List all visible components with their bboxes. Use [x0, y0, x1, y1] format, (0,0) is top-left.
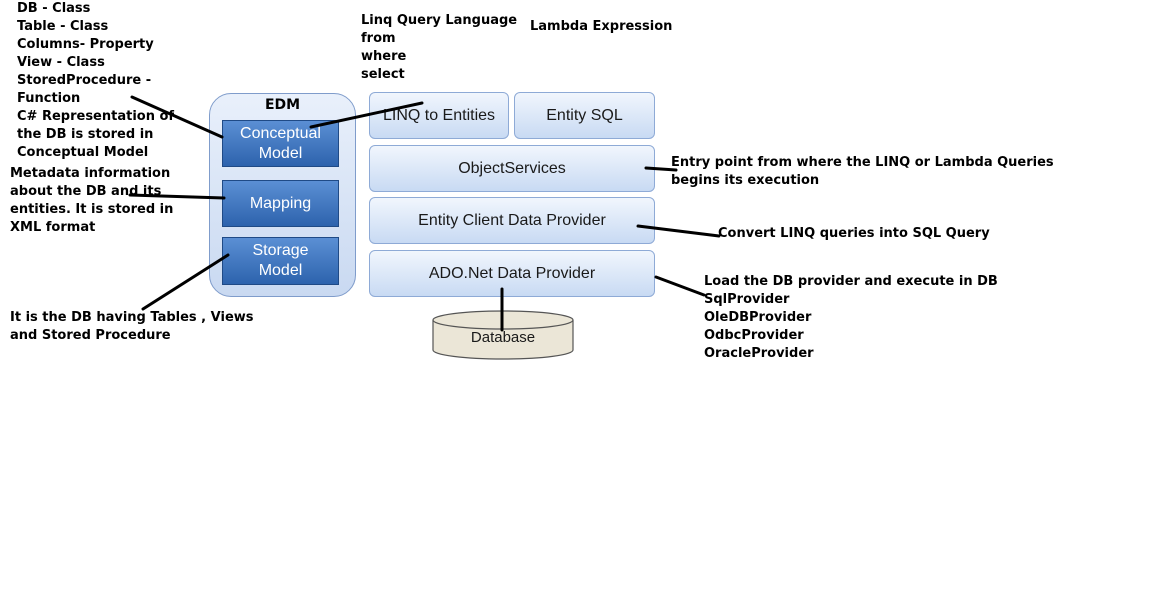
box-label: Mapping [249, 194, 312, 212]
linq-to-entities-box: LINQ to Entities [369, 92, 509, 139]
note-line: StoredProcedure - [17, 73, 152, 88]
conceptual-model-note: DB - Class Table - Class Columns- Proper… [17, 0, 174, 162]
linq-query-note: Linq Query Language from where select [361, 12, 517, 84]
conceptual-model-box: Conceptual Model [222, 120, 339, 167]
object-services-note: Entry point from where the LINQ or Lambd… [671, 154, 1054, 190]
box-label: LINQ to Entities [382, 106, 496, 124]
note-line: entities. It is stored in [10, 202, 174, 217]
note-line: Load the DB provider and execute in DB [704, 274, 998, 289]
note-line: C# Representation of [17, 109, 175, 124]
note-line: and Stored Procedure [10, 328, 171, 343]
box-label: Entity Client Data Provider [418, 211, 606, 229]
mapping-box: Mapping [222, 180, 339, 227]
note-line: the DB is stored in [17, 127, 154, 142]
entity-sql-box: Entity SQL [514, 92, 655, 139]
note-line: XML format [10, 220, 96, 235]
note-line: from [361, 31, 396, 46]
note-line: select [361, 67, 405, 82]
note-line: OdbcProvider [704, 328, 804, 343]
box-label: ObjectServices [458, 159, 566, 177]
note-line: DB - Class [17, 1, 91, 16]
note-line: Function [17, 91, 81, 106]
entity-client-connector [636, 224, 721, 238]
note-line: View - Class [17, 55, 105, 70]
note-line: Linq Query Language [361, 13, 518, 28]
note-line: about the DB and its [10, 184, 162, 199]
box-label: Entity SQL [546, 106, 623, 124]
note-line: Convert LINQ queries into SQL Query [718, 226, 990, 241]
conceptual-connector [130, 95, 224, 139]
storage-model-note: It is the DB having Tables , Views and S… [10, 309, 254, 345]
note-line: OracleProvider [704, 346, 814, 361]
note-line: Metadata information [10, 166, 171, 181]
note-line: Table - Class [17, 19, 109, 34]
lambda-expression-note: Lambda Expression [530, 18, 672, 36]
note-line: SqlProvider [704, 292, 790, 307]
box-label-line: Conceptual [240, 124, 321, 142]
entity-client-data-provider-box: Entity Client Data Provider [369, 197, 655, 244]
note-line: where [361, 49, 407, 64]
database-body [432, 320, 574, 360]
note-line: Columns- Property [17, 37, 154, 52]
box-label-line: Storage [252, 242, 309, 259]
ado-net-data-provider-box: ADO.Net Data Provider [369, 250, 655, 297]
note-line: Lambda Expression [530, 19, 673, 34]
edm-title: EDM [264, 97, 301, 113]
ado-net-note: Load the DB provider and execute in DB S… [704, 273, 998, 363]
mapping-connector [128, 193, 226, 200]
ado-net-connector [654, 275, 706, 297]
storage-connector [141, 253, 230, 311]
linq-connector [309, 101, 424, 129]
note-line: OleDBProvider [704, 310, 812, 325]
mapping-note: Metadata information about the DB and it… [10, 165, 173, 237]
entity-client-note: Convert LINQ queries into SQL Query [718, 225, 990, 243]
database-label: Database [470, 329, 536, 346]
note-line: It is the DB having Tables , Views [10, 310, 254, 325]
box-label: ADO.Net Data Provider [428, 264, 596, 282]
box-label-line: Model [258, 262, 303, 279]
object-services-box: ObjectServices [369, 145, 655, 192]
note-line: Conceptual Model [17, 145, 149, 160]
note-line: Entry point from where the LINQ or Lambd… [671, 155, 1054, 170]
object-services-connector [644, 166, 678, 172]
storage-model-box: Storage Model [222, 237, 339, 285]
note-line: begins its execution [671, 173, 820, 188]
box-label-line: Model [258, 144, 303, 162]
